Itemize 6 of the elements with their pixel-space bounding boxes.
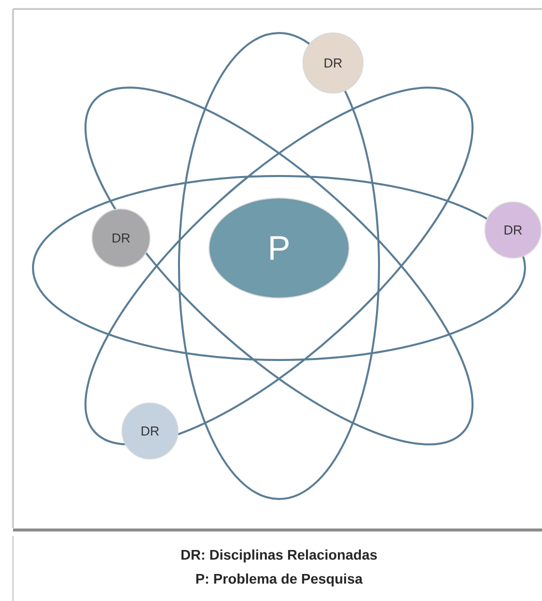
orbit-ball: DR [92, 208, 150, 268]
caption-line: DR: Disciplinas Relacionadas [182, 549, 377, 563]
caption-line: P: Problema de Pesquisa [196, 573, 363, 587]
orbit-ball: DR [302, 32, 364, 94]
orbit-ball: DR [484, 202, 542, 258]
orbit-ball: DR [122, 402, 178, 460]
